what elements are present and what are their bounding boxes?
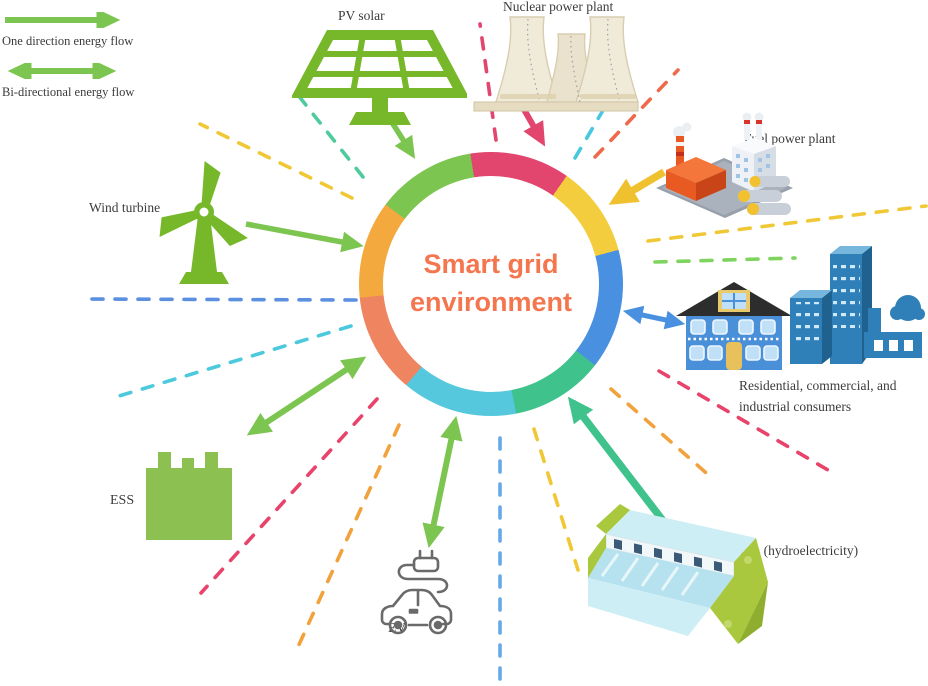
one-direction-arrow-icon [5,8,121,32]
arrow-wind-to-grid [245,221,364,253]
arrow-grid-ess-bidirectional [246,356,367,436]
legend: One direction energy flow Bi-directional… [2,8,137,114]
legend-bi-directional: Bi-directional energy flow [2,59,137,100]
ray-orange-downright [609,387,715,481]
ray-orangered-upright [593,68,680,159]
fuel-tanks [738,176,791,215]
residential-house-icon [676,282,792,370]
center-title-line2: environment [409,287,573,317]
nuclear-plant-icon [473,16,639,112]
grid-ring-center: Smart grid environment [383,176,599,392]
ev-car-icon [380,549,453,635]
ess-label: ESS [110,493,135,508]
grid-ring: Smart grid environment [359,152,623,416]
arrow-fuel-to-grid [608,168,666,205]
ray-crimson-downleft [199,397,379,595]
dashed-rays [84,22,928,685]
wind-turbine-icon [159,161,248,284]
pv-solar-icon [292,30,467,125]
arrow-dam-to-grid [567,396,667,525]
dam-icon [588,504,768,644]
legend-bi-directional-label: Bi-directional energy flow [2,85,135,99]
ray-cyan-downleft [117,324,353,398]
consumers-label: Residential, commercial, and industrial … [739,376,919,418]
legend-one-direction-label: One direction energy flow [2,34,134,48]
ray-crimson-downright [657,369,835,475]
wind-turbine-label: Wind turbine [89,200,161,215]
ray-crimson-up [478,22,498,142]
nuclear-label: Nuclear power plant [503,0,614,14]
ray-green-right [653,256,797,264]
arrow-nuclear-to-grid [519,104,546,147]
arrow-grid-consumers-bidirectional [622,305,686,330]
industrial-factory-icon [864,295,925,358]
consumers-label-line2: industrial consumers [739,398,852,414]
ray-gold-upleft [198,122,354,200]
ray-cyan-upright [573,110,604,160]
consumers-label-line1: Residential, commercial, and [739,378,897,393]
ray-teal-upleft [292,88,365,179]
fuel-smoke [673,112,764,138]
fuel-plant-icon [656,112,793,218]
center-title-line1: Smart grid [423,249,559,280]
arrow-grid-ev-bidirectional [422,415,463,549]
bi-directional-arrow-icon [7,59,117,83]
fuel-plant-label: Fuel power plant [744,131,836,146]
ray-blue-left [84,297,358,302]
ray-gold-right [646,204,928,243]
pv-solar-label: PV solar [338,8,385,23]
dam-label: Dam (hydroelectricity) [734,543,859,558]
legend-one-direction: One direction energy flow [2,8,137,49]
ray-orange-downleft [295,423,401,651]
ess-battery-icon [146,452,232,540]
ray-gold-down [532,427,580,572]
commercial-towers-icon [790,246,872,364]
